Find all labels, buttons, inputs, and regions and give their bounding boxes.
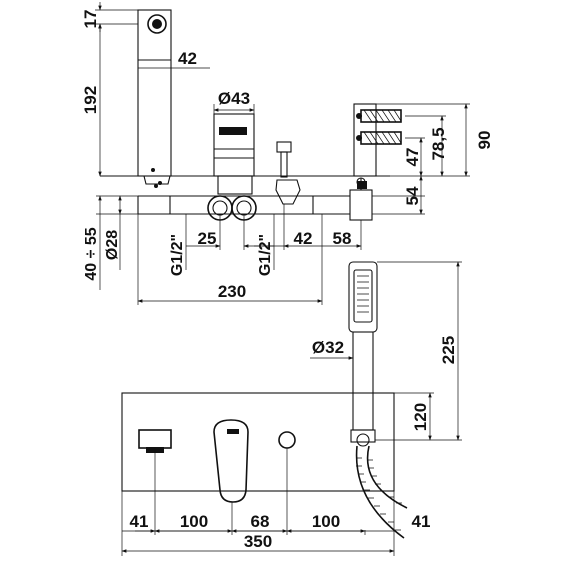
dim-42-spout: 42 bbox=[178, 49, 197, 68]
dim-25: 25 bbox=[198, 229, 217, 248]
spout-side-view bbox=[137, 9, 172, 185]
dim-58: 58 bbox=[333, 229, 352, 248]
dim-g12-right: G1/2" bbox=[257, 234, 274, 276]
dim-230: 230 bbox=[218, 282, 246, 301]
hand-shower bbox=[348, 261, 408, 539]
dim-41-right: 41 bbox=[412, 512, 431, 531]
dim-40-55: 40 ÷ 55 bbox=[83, 227, 100, 280]
dim-192: 192 bbox=[81, 86, 100, 114]
diverter-stem bbox=[275, 141, 301, 205]
dim-47: 47 bbox=[403, 148, 422, 167]
front-dimension-lines bbox=[121, 261, 462, 556]
dim-42-pipe: 42 bbox=[294, 229, 313, 248]
dim-54: 54 bbox=[403, 186, 422, 205]
water-inlets bbox=[207, 195, 257, 221]
dim-g12-left: G1/2" bbox=[169, 234, 186, 276]
top-dimension-lines bbox=[95, 2, 470, 215]
dim-diameter-32: Ø32 bbox=[312, 338, 344, 357]
dim-90: 90 bbox=[475, 131, 494, 150]
dim-diameter-28: Ø28 bbox=[104, 230, 121, 260]
dim-diameter-43: Ø43 bbox=[218, 89, 250, 108]
dim-225: 225 bbox=[439, 336, 458, 364]
dim-120: 120 bbox=[411, 403, 430, 431]
dim-68: 68 bbox=[251, 512, 270, 531]
side-elevation bbox=[353, 103, 402, 189]
pipe-dimension-lines bbox=[96, 195, 362, 305]
mixer-cartridge bbox=[213, 113, 255, 195]
dim-350: 350 bbox=[244, 532, 272, 551]
dim-78-5: 78,5 bbox=[429, 127, 448, 160]
dim-17: 17 bbox=[81, 10, 100, 29]
dim-41-left: 41 bbox=[130, 512, 149, 531]
dim-100-right: 100 bbox=[312, 512, 340, 531]
dim-100-left: 100 bbox=[180, 512, 208, 531]
